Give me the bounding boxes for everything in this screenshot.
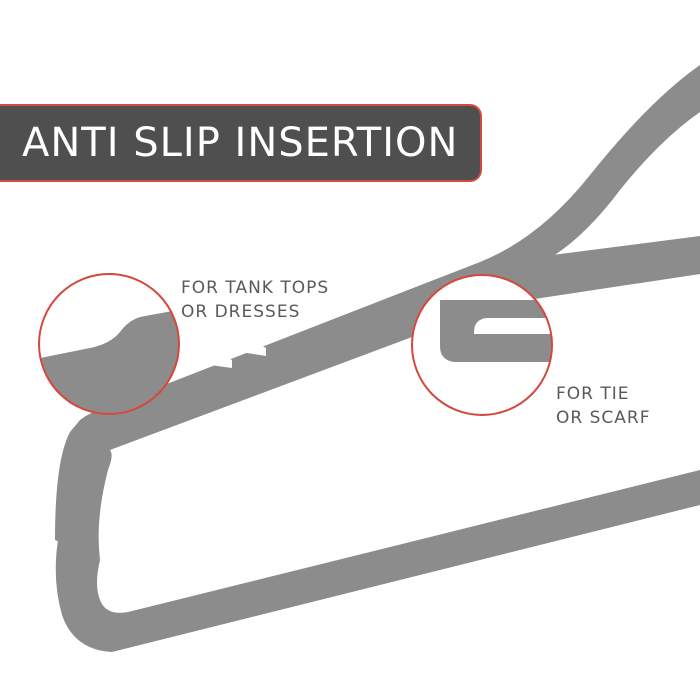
zoomed-hanger-edge-left: [39, 306, 179, 414]
zoomed-hanger-hook-right: [412, 300, 552, 362]
callout-tank-line1: FOR TANK TOPS: [181, 278, 330, 298]
callout-label-tank-tops: FOR TANK TOPS OR DRESSES: [181, 276, 329, 324]
hanger-lower-bar: [55, 470, 700, 652]
banner-title: ANTI SLIP INSERTION: [22, 120, 459, 166]
hanger-inner-bar: [498, 236, 700, 298]
callout-tank-line2: OR DRESSES: [181, 302, 301, 322]
zoom-callout-tie-scarf: [411, 274, 553, 416]
callout-label-tie-scarf: FOR TIE OR SCARF: [556, 382, 650, 430]
hanger-notch-right: [240, 344, 266, 356]
hanger-body: [55, 65, 700, 652]
callout-tie-line2: OR SCARF: [556, 408, 651, 428]
hanger-left-side: [55, 432, 112, 560]
hanger-upper-arm: [70, 65, 700, 540]
callout-tie-line1: FOR TIE: [556, 384, 630, 404]
title-banner: ANTI SLIP INSERTION: [0, 104, 482, 182]
zoom-callout-tank-tops: [38, 273, 180, 415]
hanger-notch-left: [210, 356, 232, 368]
